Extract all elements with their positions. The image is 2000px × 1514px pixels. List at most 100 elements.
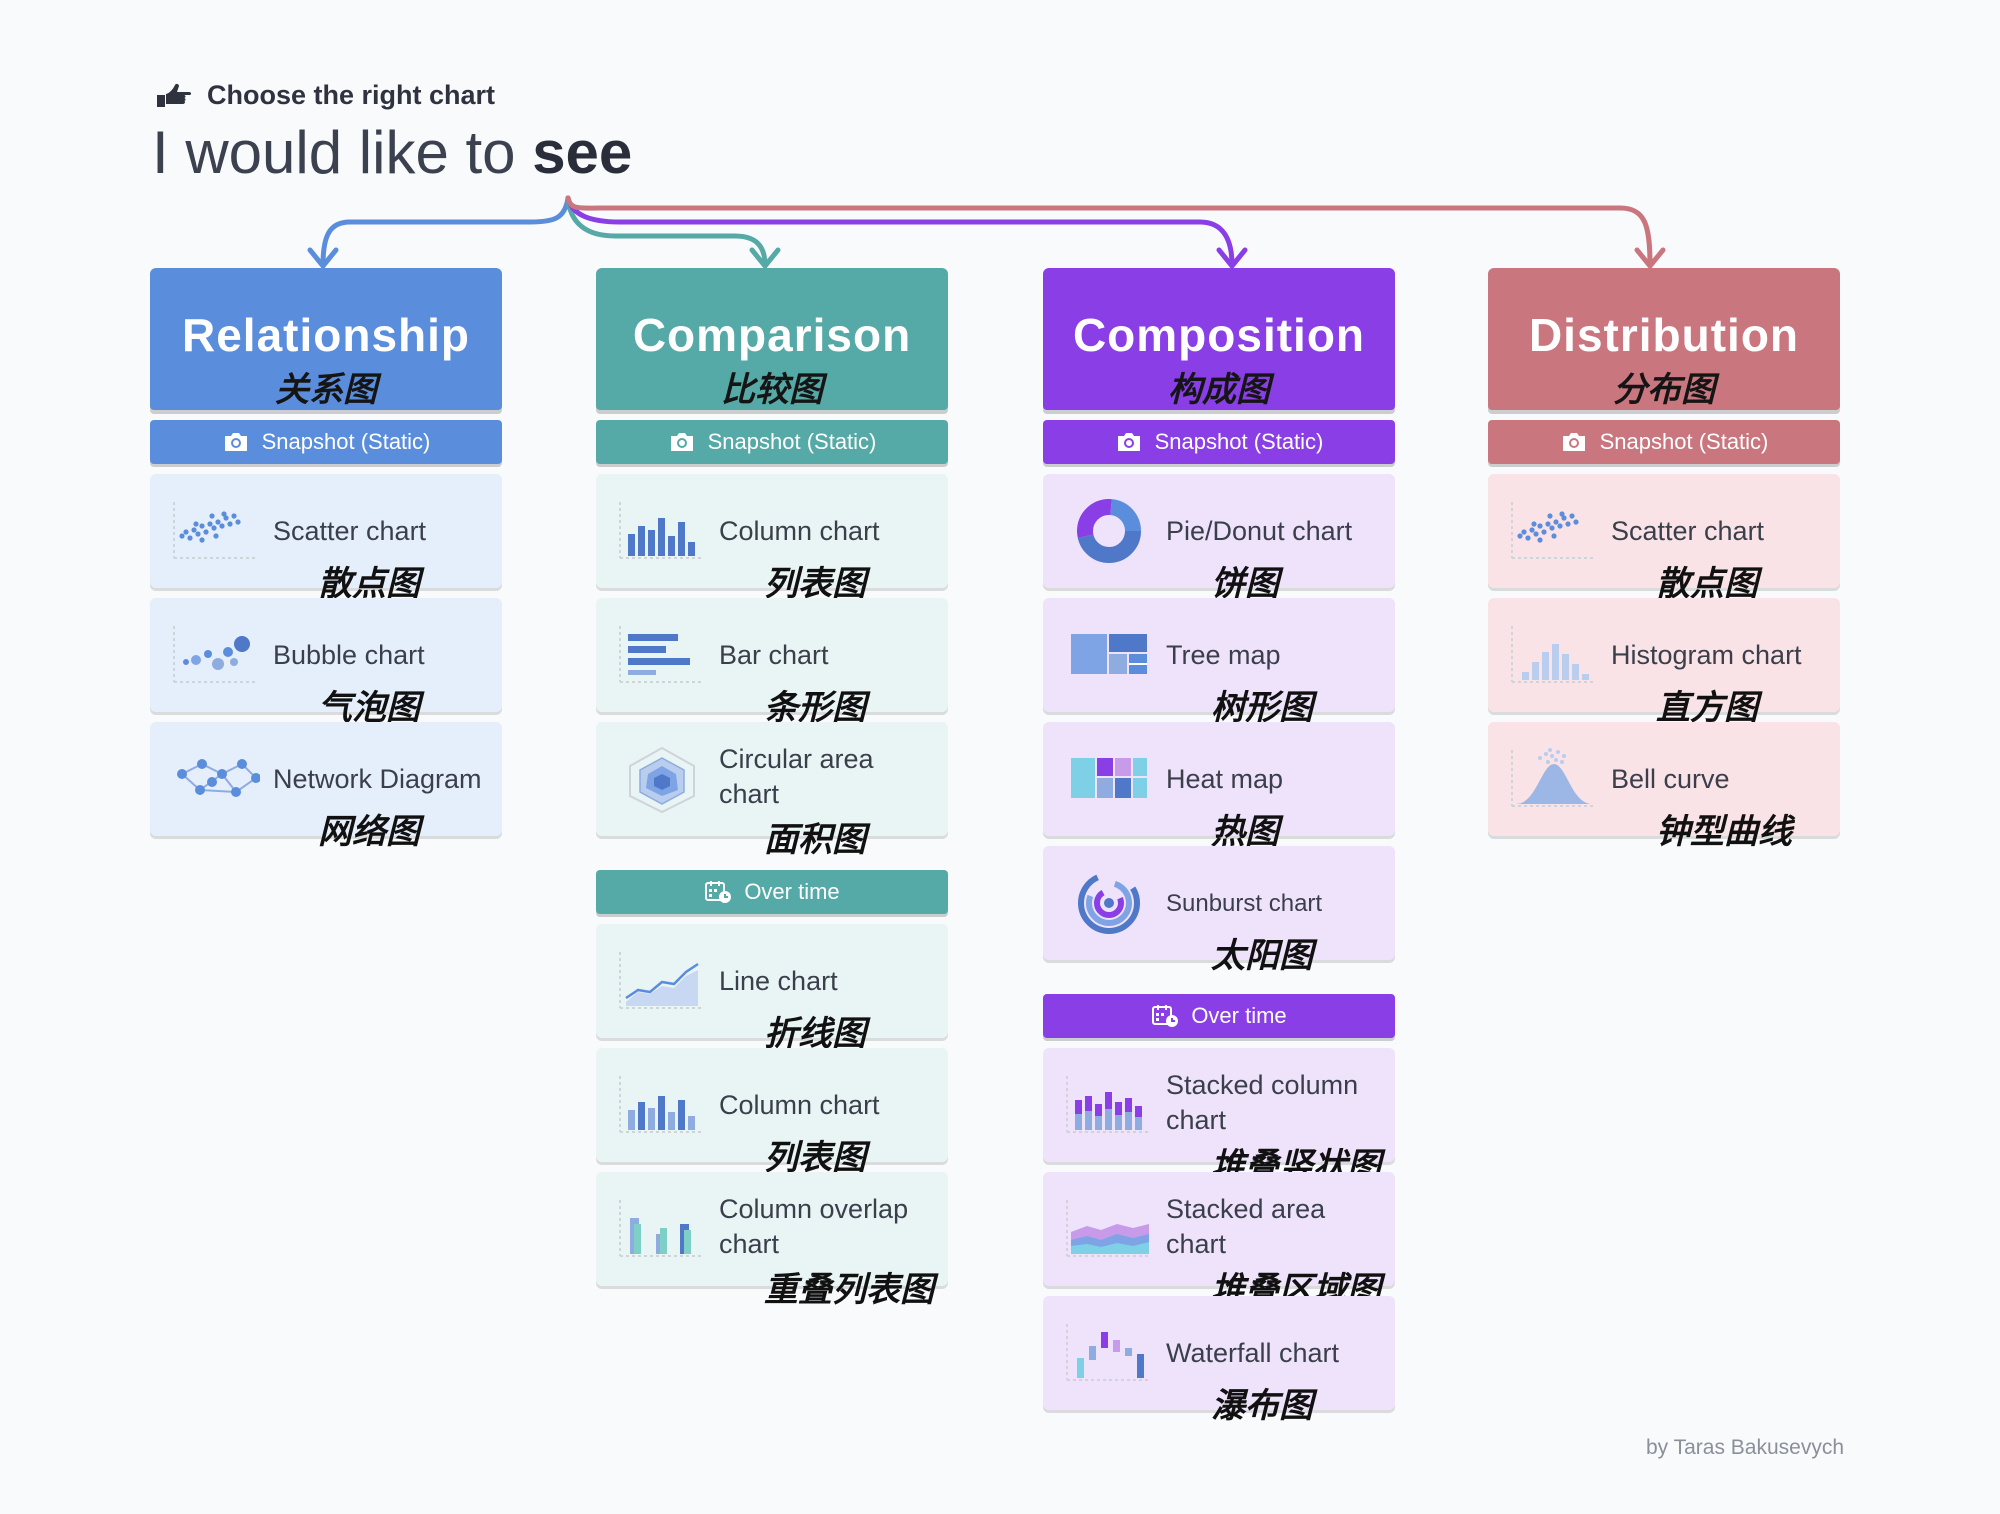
arrow-to-comparison [565, 195, 781, 269]
headline-prefix: I would like to [152, 119, 533, 186]
chart-name-zh: 气泡图 [318, 689, 420, 727]
section-icon-wrap [222, 430, 250, 454]
chart-name-zh: 面积图 [764, 821, 866, 859]
overlap-chart-icon [618, 1194, 706, 1264]
heatmap-chart-icon [1065, 744, 1153, 814]
chart-card[interactable]: Bell curve 钟型曲线 [1488, 722, 1840, 851]
treemap-chart-icon [1065, 620, 1153, 690]
chart-card[interactable]: Network Diagram 网络图 [150, 722, 502, 851]
arrow-to-composition [565, 195, 1248, 269]
camera-icon [1117, 433, 1140, 451]
section-pill-snapshot: Snapshot (Static) [1488, 420, 1840, 464]
category-title: Composition [1072, 309, 1366, 361]
kicker-text: Choose the right chart [207, 80, 496, 110]
stacked-area-chart-icon [1065, 1194, 1153, 1264]
camera-icon [1562, 433, 1585, 451]
chart-name-zh: 网络图 [318, 813, 420, 851]
section-pill-snapshot: Snapshot (Static) [150, 420, 502, 464]
author-credit: by Taras Bakusevych [1645, 1436, 1844, 1459]
chart-name-zh: 饼图 [1211, 565, 1279, 603]
section-pill-over-time: Over time [596, 870, 948, 914]
scatter-chart-icon [172, 496, 260, 566]
chart-name-zh: 瀑布图 [1211, 1387, 1313, 1425]
category-title: Relationship [181, 309, 471, 361]
chart-name: Stacked area chart [1166, 1194, 1326, 1259]
pointing-hand-icon [157, 83, 192, 107]
calendar-icon [705, 881, 732, 903]
chart-card[interactable]: Sunburst chart 太阳图 [1043, 846, 1395, 975]
chart-card[interactable]: Bubble chart 气泡图 [150, 598, 502, 727]
calendar-icon [1152, 1005, 1179, 1027]
chart-name: Heat map [1166, 764, 1284, 794]
chart-name-zh: 重叠列表图 [764, 1271, 934, 1309]
chart-name-zh: 太阳图 [1211, 937, 1313, 975]
kicker: Choose the right chart [155, 80, 495, 111]
chart-card[interactable]: Scatter chart 散点图 [1488, 474, 1840, 603]
donut-chart-icon [1065, 496, 1153, 566]
chart-card[interactable]: Scatter chart 散点图 [150, 474, 502, 603]
chart-card[interactable]: Heat map 热图 [1043, 722, 1395, 851]
section-pill-snapshot: Snapshot (Static) [596, 420, 948, 464]
waterfall-chart-icon [1065, 1318, 1153, 1388]
chart-name: Scatter chart [273, 516, 427, 546]
chart-card[interactable]: Pie/Donut chart 饼图 [1043, 474, 1395, 603]
chart-name-zh: 钟型曲线 [1656, 813, 1792, 851]
headline-emphasis: see [532, 119, 633, 186]
chart-name: Sunburst chart [1166, 890, 1323, 917]
line-chart-icon [618, 946, 706, 1016]
section-label: Over time [1191, 1003, 1287, 1028]
column-chart-icon [618, 496, 706, 566]
chart-name-zh: 折线图 [764, 1015, 866, 1053]
category-title-zh: 分布图 [1613, 371, 1715, 409]
chart-name-zh: 热图 [1211, 813, 1279, 851]
chart-name: Pie/Donut chart [1166, 516, 1353, 546]
chart-name-zh: 条形图 [764, 689, 866, 727]
section-label: Over time [744, 879, 840, 904]
bubble-chart-icon [172, 620, 260, 690]
section-label: Snapshot (Static) [707, 429, 877, 454]
category-title-zh: 关系图 [275, 371, 377, 409]
section-label: Snapshot (Static) [261, 429, 431, 454]
category-header-relationship[interactable]: Relationship 关系图 [150, 268, 502, 410]
chart-name-zh: 树形图 [1211, 689, 1313, 727]
stacked-column-chart-icon [1065, 1070, 1153, 1140]
chart-name: Stacked column chart [1166, 1070, 1359, 1135]
column-light-chart-icon [618, 1070, 706, 1140]
chart-name: Network Diagram [273, 764, 482, 794]
chart-card[interactable]: Column overlap chart 重叠列表图 [596, 1172, 948, 1309]
connector-arrows [307, 195, 1666, 269]
network-chart-icon [172, 744, 261, 814]
section-label: Snapshot (Static) [1599, 429, 1769, 454]
chart-name: Histogram chart [1611, 640, 1802, 670]
chart-name-zh: 散点图 [1656, 565, 1758, 603]
bell-chart-icon [1510, 744, 1598, 814]
chart-name-zh: 列表图 [764, 1139, 866, 1177]
section-icon-wrap [704, 880, 732, 904]
radar-chart-icon [618, 744, 706, 814]
chart-name: Column overlap chart [719, 1194, 909, 1259]
chart-name: Scatter chart [1611, 516, 1765, 546]
chart-name-zh: 散点图 [318, 565, 420, 603]
chart-name: Bubble chart [273, 640, 425, 670]
chart-name: Bell curve [1611, 764, 1730, 794]
section-icon-wrap [668, 430, 696, 454]
chart-name-zh: 列表图 [764, 565, 866, 603]
histogram-chart-icon [1510, 620, 1598, 690]
section-icon-wrap [1115, 430, 1143, 454]
